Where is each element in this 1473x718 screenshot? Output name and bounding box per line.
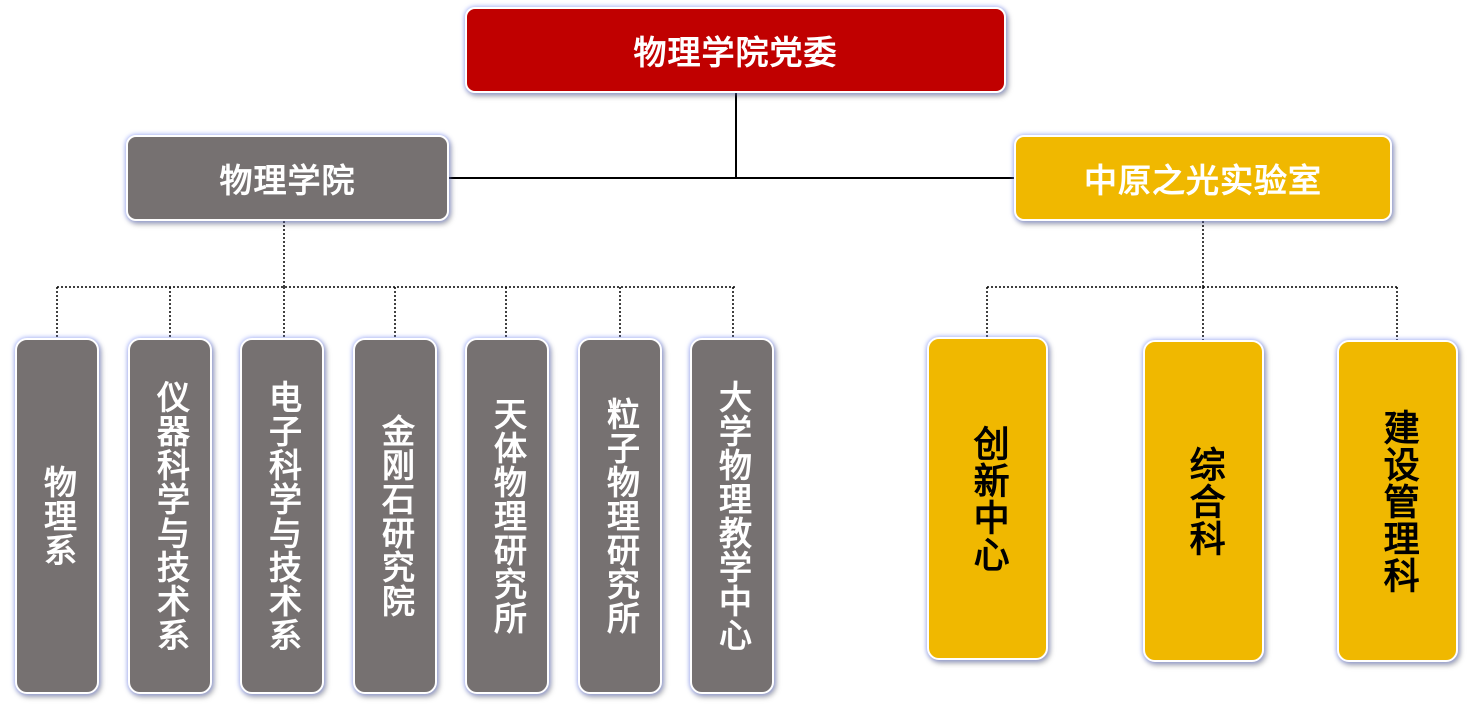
root-node: 物理学院党委 (465, 7, 1006, 93)
left-leaf-node: 金刚石研究院 (353, 338, 437, 694)
left-leaf-label: 大学物理教学中心 (713, 380, 753, 652)
right-leaf-label: 建设管理科 (1377, 408, 1419, 594)
left-leaf-label: 金刚石研究院 (376, 414, 416, 618)
left-branch-label: 物理学院 (219, 161, 356, 200)
right-leaf-label: 综合科 (1183, 445, 1225, 557)
right-leaf-node: 综合科 (1143, 340, 1264, 662)
left-leaf-label: 电子科学与技术系 (263, 380, 303, 652)
right-leaf-node: 创新中心 (927, 337, 1048, 660)
left-leaf-label: 物理系 (38, 465, 78, 567)
left-leaf-node: 天体物理研究所 (465, 338, 549, 694)
right-branch-label: 中原之光实验室 (1084, 161, 1322, 200)
left-leaf-node: 物理系 (15, 338, 99, 694)
left-leaf-node: 仪器科学与技术系 (128, 338, 212, 694)
left-branch-node: 物理学院 (126, 135, 449, 221)
root-node-label: 物理学院党委 (633, 33, 838, 72)
right-leaf-node: 建设管理科 (1337, 340, 1458, 662)
left-dotted-connectors (56, 221, 736, 338)
left-leaf-node: 粒子物理研究所 (578, 338, 662, 694)
right-branch-node: 中原之光实验室 (1014, 135, 1392, 221)
right-leaf-label: 创新中心 (967, 424, 1009, 573)
left-leaf-node: 大学物理教学中心 (690, 338, 774, 694)
left-leaf-label: 粒子物理研究所 (601, 397, 641, 635)
left-leaf-node: 电子科学与技术系 (240, 338, 324, 694)
left-leaf-label: 仪器科学与技术系 (151, 380, 191, 652)
right-dotted-connectors (986, 221, 1398, 340)
left-leaf-label: 天体物理研究所 (488, 397, 528, 635)
